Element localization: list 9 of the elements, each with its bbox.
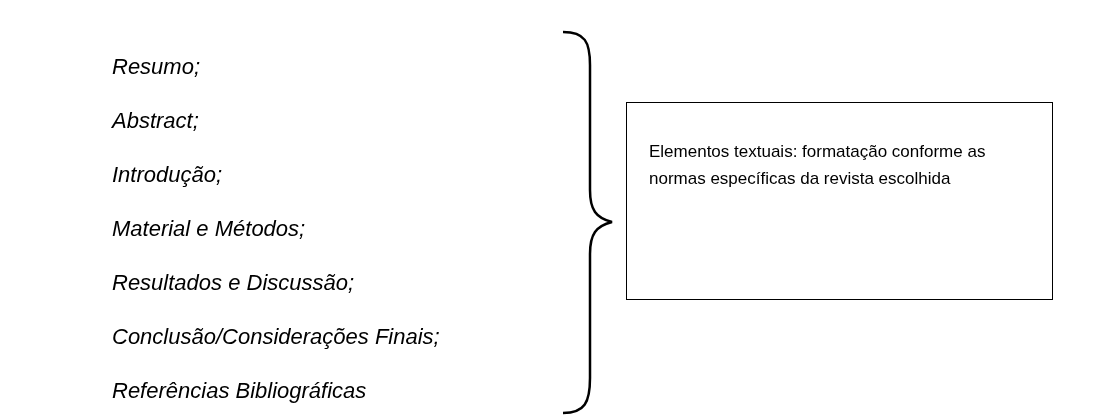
list-item: Material e Métodos; — [112, 216, 306, 242]
list-item: Conclusão/Considerações Finais; — [112, 324, 440, 350]
list-item: Resumo; — [112, 54, 201, 80]
text-box — [626, 102, 1053, 300]
box-text: Elementos textuais: formatação conforme as normas específicas da revista escolhida — [649, 141, 987, 190]
list-item: Introdução; — [112, 162, 223, 188]
list-item: Resultados e Discussão; — [112, 270, 355, 296]
list-item: Abstract; — [112, 108, 199, 134]
list-item: Referências Bibliográficas — [112, 378, 367, 404]
